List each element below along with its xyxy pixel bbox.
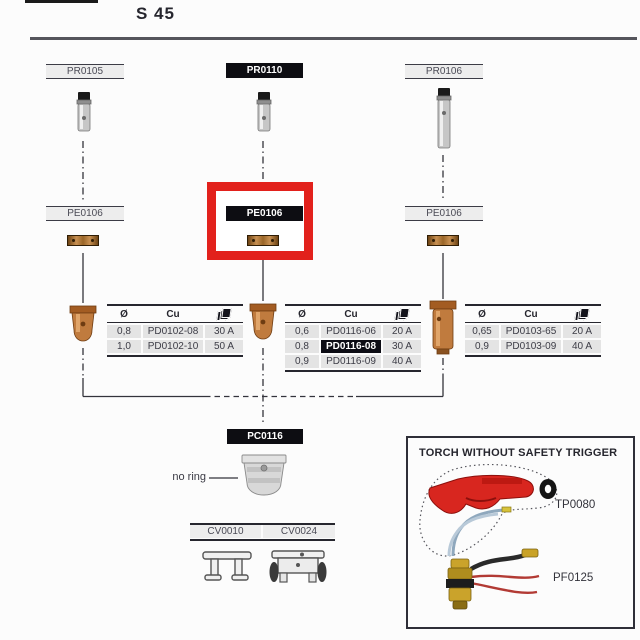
col-diameter: Ø (478, 308, 486, 320)
torch-head-image (419, 463, 558, 557)
cell-diameter: 0,9 (285, 355, 319, 368)
title-divider (30, 37, 637, 40)
table-header: Ø Cu (107, 306, 243, 323)
part-code-tp0080: TP0080 (555, 499, 596, 511)
table-row: 0,9 PD0116-09 40 A (285, 355, 421, 368)
torch-panel-title: TORCH WITHOUT SAFETY TRIGGER (419, 447, 618, 459)
electrode-image (76, 92, 92, 132)
tip-table-left: Ø Cu 0,8 PD0102-08 30 A 1,0 PD0102-10 50… (107, 304, 243, 357)
cell-amperage: 20 A (383, 325, 421, 338)
cell-part-number: PD0116-06 (321, 325, 381, 338)
cell-amperage: 50 A (205, 340, 243, 353)
cutting-tip-image (69, 305, 97, 342)
cv-table-topline (190, 523, 335, 525)
cell-part-number: PD0116-09 (321, 355, 381, 368)
table-row-highlighted: 0,8 PD0116-08 30 A (285, 340, 421, 353)
part-code-pf0125: PF0125 (553, 572, 594, 584)
part-label-pe0106-right: PE0106 (405, 206, 483, 221)
tip-table-right: Ø Cu 0,65 PD0103-65 20 A 0,9 PD0103-09 4… (465, 304, 601, 357)
col-material: Cu (344, 308, 358, 320)
col-material: Cu (166, 308, 180, 320)
retaining-cap-image (241, 454, 287, 496)
cell-part-number: PD0102-10 (143, 340, 203, 353)
electrode-image (256, 92, 272, 132)
col-material: Cu (524, 308, 538, 320)
part-label-pe0106-left: PE0106 (46, 206, 124, 221)
cell-diameter: 0,6 (285, 325, 319, 338)
electrode-long-image (436, 88, 452, 149)
cell-part-number-highlighted: PD0116-08 (321, 340, 381, 353)
part-label-cv0010: CV0010 (190, 525, 261, 538)
highlight-frame (207, 182, 313, 260)
amperage-icon (383, 308, 421, 321)
part-label-pr0105: PR0105 (46, 64, 124, 79)
roller-spacer-image (269, 550, 327, 583)
cell-amperage: 20 A (563, 325, 601, 338)
cell-amperage: 40 A (563, 340, 601, 353)
table-row: 1,0 PD0102-10 50 A (107, 340, 243, 353)
torch-fitting-image (446, 548, 540, 610)
part-label-pc0116: PC0116 (227, 429, 303, 444)
spacer-spring-image (202, 551, 252, 581)
cell-diameter: 0,9 (465, 340, 499, 353)
cell-part-number: PD0103-09 (501, 340, 561, 353)
part-label-pe0106-middle: PE0106 (226, 206, 303, 221)
no-ring-note: no ring (172, 471, 206, 483)
torch-panel: TORCH WITHOUT SAFETY TRIGGER (406, 436, 635, 629)
page-edge-artifact (25, 0, 98, 3)
table-row: 0,8 PD0102-08 30 A (107, 325, 243, 338)
page-title: S 45 (136, 4, 175, 23)
cutting-tip-image (249, 303, 277, 340)
cell-amperage: 40 A (383, 355, 421, 368)
table-header: Ø Cu (465, 306, 601, 323)
cutting-tip-long-image (429, 300, 457, 355)
cell-amperage: 30 A (205, 325, 243, 338)
swirl-ring-image (67, 235, 99, 246)
cell-diameter: 0,65 (465, 325, 499, 338)
part-label-pr0106: PR0106 (405, 64, 483, 79)
part-label-pr0110: PR0110 (226, 63, 303, 78)
part-label-cv0024: CV0024 (263, 525, 335, 538)
cell-part-number: PD0103-65 (501, 325, 561, 338)
swirl-ring-image (427, 235, 459, 246)
tip-table-middle: Ø Cu 0,6 PD0116-06 20 A 0,8 PD0116-08 30… (285, 304, 421, 372)
table-row: 0,6 PD0116-06 20 A (285, 325, 421, 338)
col-diameter: Ø (298, 308, 306, 320)
col-diameter: Ø (120, 308, 128, 320)
cv-table-bottomline (190, 539, 335, 541)
cell-part-number: PD0102-08 (143, 325, 203, 338)
amperage-icon (205, 308, 243, 321)
cell-diameter: 0,8 (107, 325, 141, 338)
amperage-icon (563, 308, 601, 321)
cell-diameter: 0,8 (285, 340, 319, 353)
cell-amperage: 30 A (383, 340, 421, 353)
table-header: Ø Cu (285, 306, 421, 323)
swirl-ring-image (247, 235, 279, 246)
cell-diameter: 1,0 (107, 340, 141, 353)
table-row: 0,65 PD0103-65 20 A (465, 325, 601, 338)
table-row: 0,9 PD0103-09 40 A (465, 340, 601, 353)
